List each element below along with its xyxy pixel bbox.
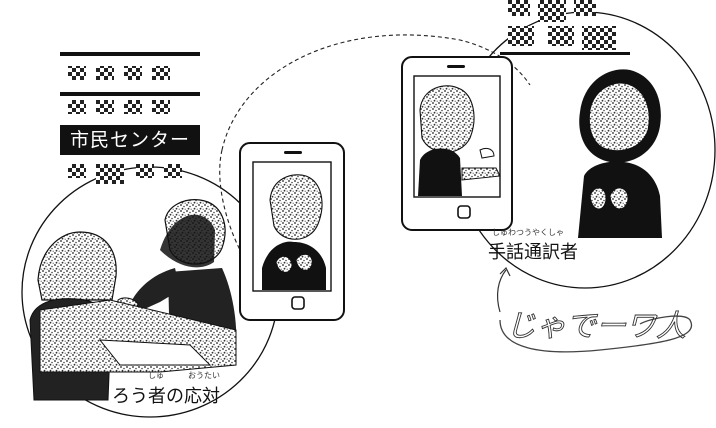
- tablet-right: [401, 56, 513, 231]
- deaf-response-caption: しゅ おうたい ろう者の応対: [112, 371, 220, 408]
- counter-desk: [39, 299, 237, 373]
- caption-text: ろう者の応対: [112, 386, 220, 407]
- interpreter-caption-text: 手話通訳者: [488, 242, 578, 263]
- building-windows-right: [500, 0, 630, 55]
- handwritten-note: じゃでーワ人: [492, 296, 702, 356]
- interpreter-caption: しゅわつうやくしゃ 手話通訳者: [488, 228, 578, 264]
- city-center-sign: 市民センター: [60, 125, 200, 155]
- handwritten-arrow: [496, 269, 507, 313]
- connection-dashed-arc-lower: [219, 149, 241, 251]
- building-windows-left: [60, 52, 200, 184]
- tablet-middle: [239, 142, 345, 321]
- handwritten-note-text: じゃでーワ人: [506, 309, 686, 344]
- caption-ruby-2: おうたい: [188, 371, 220, 380]
- caption-ruby-1: しゅ: [148, 371, 164, 380]
- handwritten-arrow-head: [499, 266, 511, 277]
- handwritten-loop: [499, 315, 693, 353]
- interpreter-caption-ruby: しゅわつうやくしゃ: [492, 228, 564, 237]
- interpreter-figure: [578, 69, 662, 238]
